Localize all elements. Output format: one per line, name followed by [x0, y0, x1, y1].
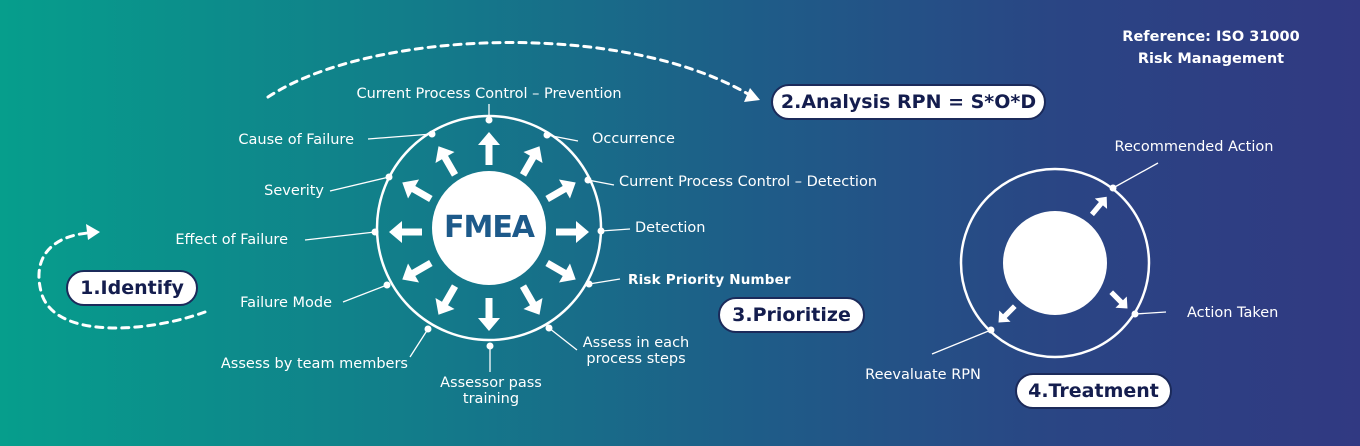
treatment-outer-ring — [959, 167, 1151, 359]
flow-arc-left — [37, 231, 207, 330]
step-identify-pill: 1.Identify — [66, 270, 198, 306]
label-prevention: Current Process Control – Prevention — [356, 86, 622, 102]
treatment-ring-dots — [987, 184, 1139, 334]
label-assess-steps-line-1: Assess in each — [582, 335, 690, 351]
label-risk-priority-number: Risk Priority Number — [628, 272, 791, 288]
step-prioritize-pill: 3.Prioritize — [718, 297, 865, 333]
label-team-members: Assess by team members — [220, 356, 408, 372]
flow-arc-top-arrowhead — [744, 88, 760, 102]
fmea-center-label: FMEA — [443, 210, 535, 245]
step-analysis-pill: 2.Analysis RPN = S*O*D — [771, 84, 1046, 120]
step-treatment-pill: 4.Treatment — [1015, 373, 1172, 409]
label-detection: Detection — [635, 220, 706, 236]
label-assessor-line-1: Assessor pass — [440, 375, 542, 391]
label-severity: Severity — [264, 183, 324, 199]
fmea-leader-lines — [304, 104, 631, 372]
reference-line-2: Risk Management — [1137, 51, 1285, 67]
label-assess-steps: Assess in each process steps — [566, 335, 706, 367]
label-effect-of-failure: Effect of Failure — [175, 232, 288, 248]
reference-note: Reference: ISO 31000 Risk Management — [1100, 26, 1322, 70]
label-recommended-action: Recommended Action — [1114, 139, 1274, 155]
fmea-ring-dots — [371, 116, 605, 350]
label-detection-control: Current Process Control – Detection — [619, 174, 878, 190]
treatment-center-disc — [1003, 211, 1107, 315]
reference-line-1: Reference: ISO 31000 — [1122, 29, 1300, 45]
label-failure-mode: Failure Mode — [240, 295, 332, 311]
label-cause-of-failure: Cause of Failure — [238, 132, 354, 148]
flow-arc-top — [266, 41, 750, 99]
label-reevaluate-rpn: Reevaluate RPN — [865, 367, 981, 383]
treatment-leader-lines — [931, 162, 1167, 355]
fmea-center-disc — [432, 171, 546, 285]
label-assessor-line-2: training — [462, 391, 520, 407]
label-action-taken: Action Taken — [1187, 305, 1279, 321]
label-assessor-training: Assessor pass training — [424, 375, 558, 407]
flow-arc-left-arrowhead — [86, 224, 100, 240]
label-assess-steps-line-2: process steps — [586, 351, 686, 367]
label-occurrence: Occurrence — [592, 131, 675, 147]
